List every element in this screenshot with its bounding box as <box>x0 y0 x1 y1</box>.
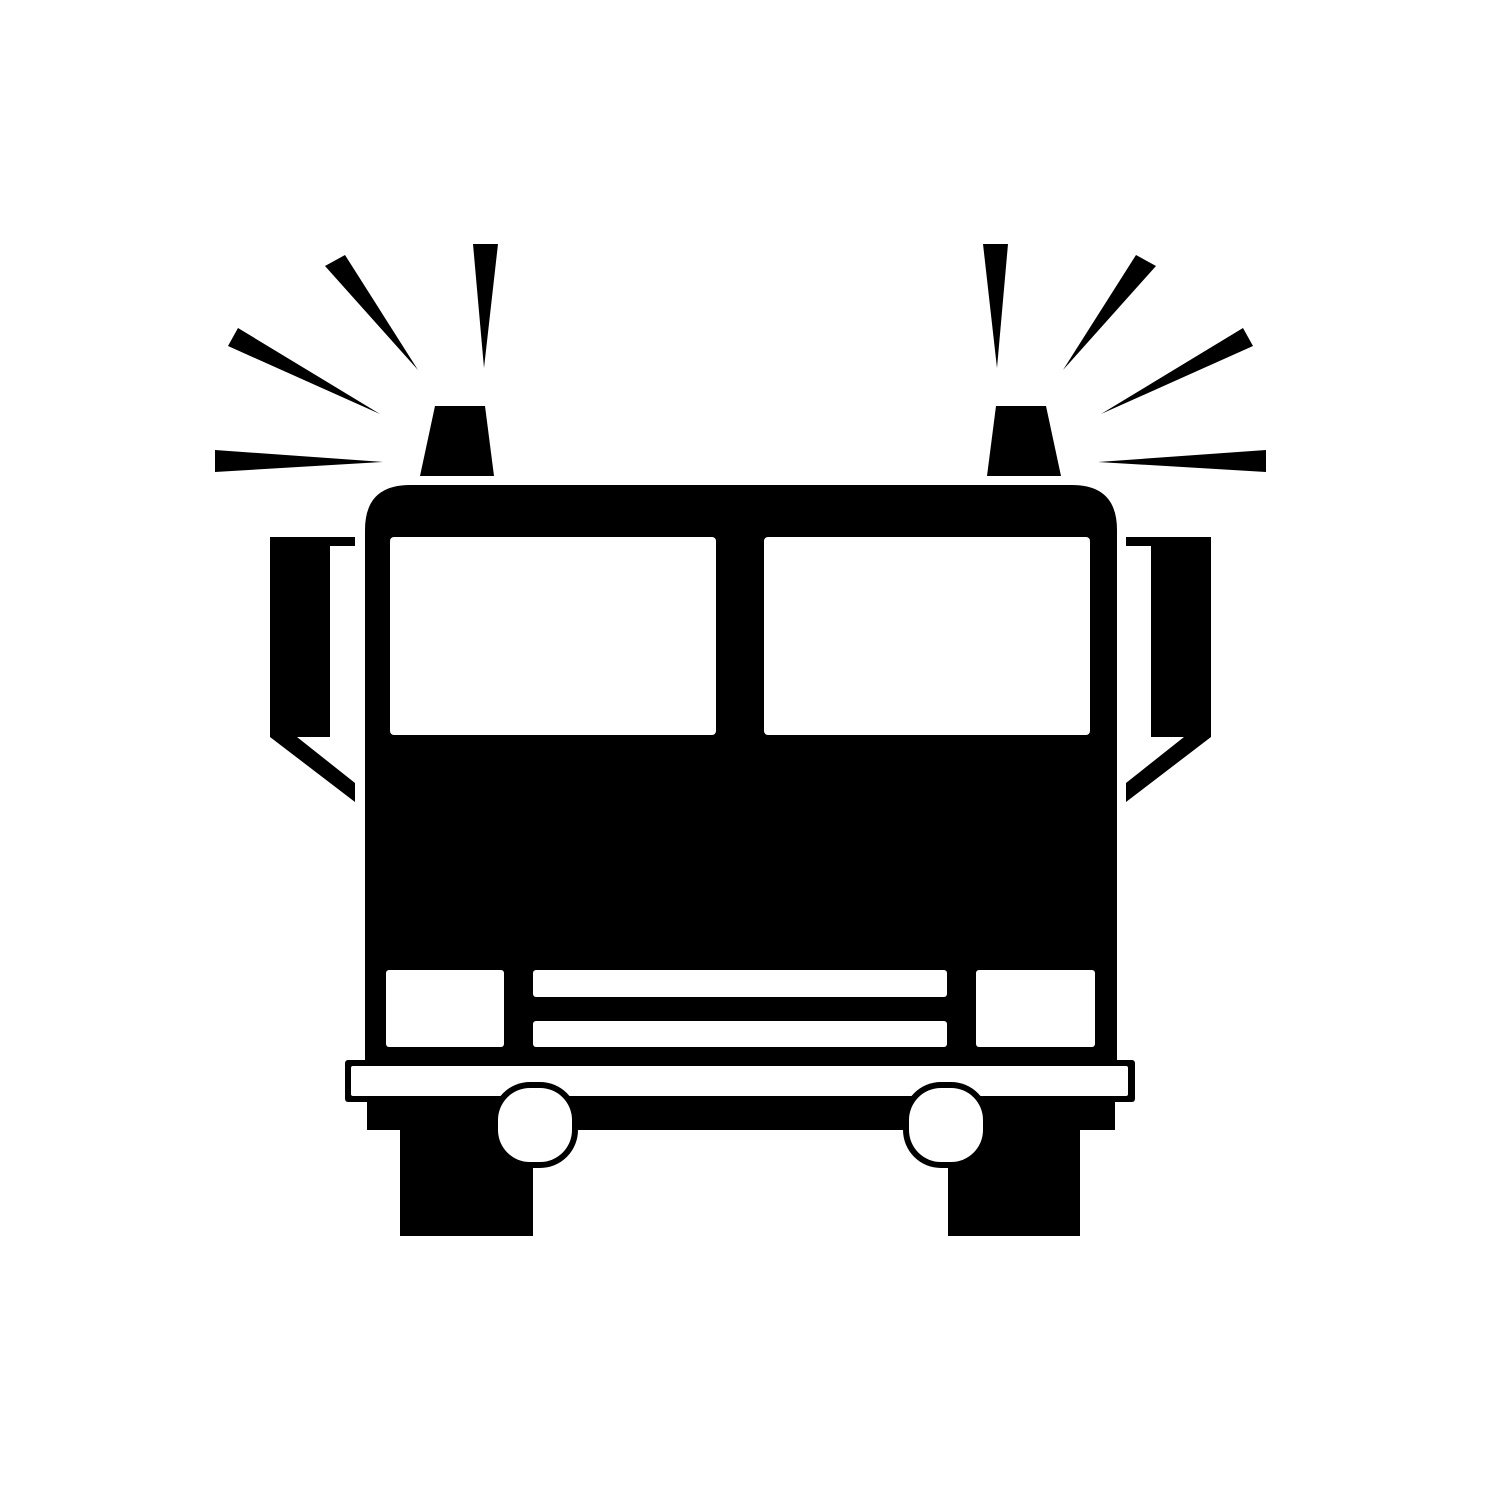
grille-bar <box>533 970 947 997</box>
windshield-right <box>764 537 1090 735</box>
beacon-light <box>420 406 494 476</box>
grille-bar <box>533 1021 947 1047</box>
bumper-face <box>351 1066 1128 1096</box>
left-side-details <box>215 244 498 802</box>
windshield-left <box>390 537 716 735</box>
light-ray <box>215 450 383 472</box>
light-ray <box>325 255 418 370</box>
headlight-right-lens <box>909 1088 983 1162</box>
side-mirror <box>270 537 355 802</box>
light-ray <box>228 328 380 414</box>
fog-light-right <box>976 970 1095 1047</box>
fog-light-left <box>386 970 504 1047</box>
headlight-left-lens <box>498 1088 572 1162</box>
light-ray <box>473 244 498 368</box>
